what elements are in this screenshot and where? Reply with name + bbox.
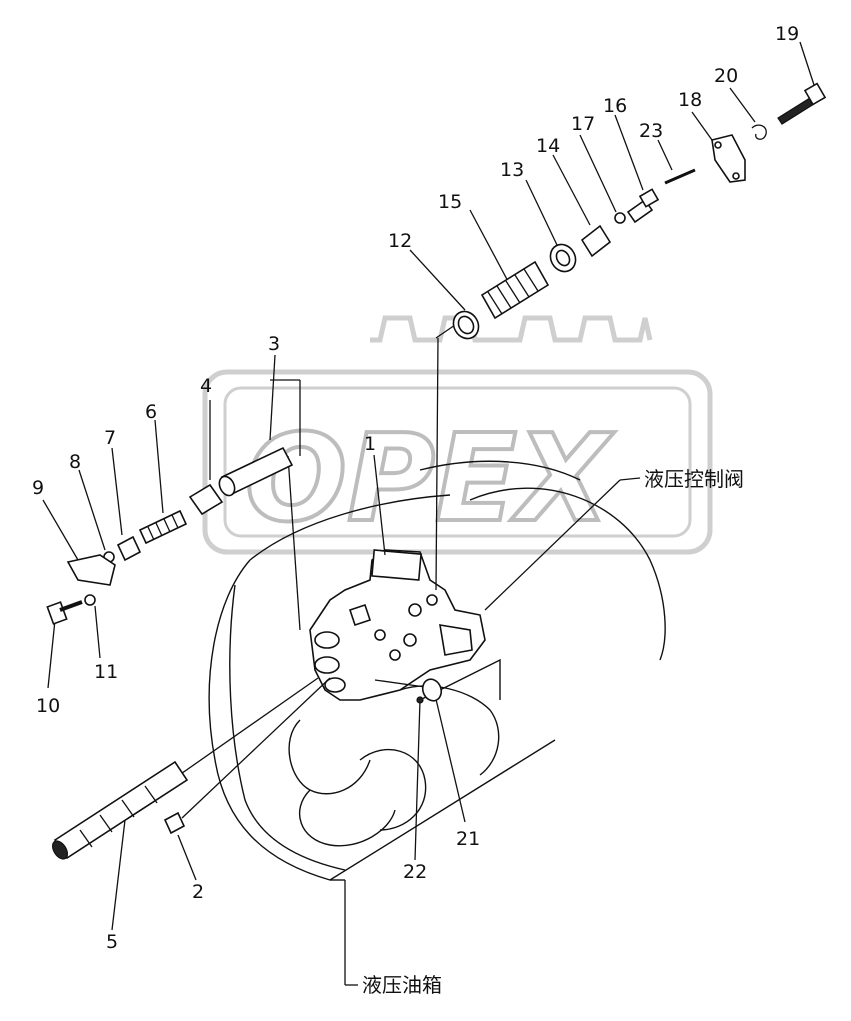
part-label-18: 18 (678, 89, 702, 111)
left-spool-parts (46, 446, 294, 625)
part-label-20: 20 (714, 65, 738, 87)
part-label-5: 5 (106, 931, 118, 953)
part-label-12: 12 (388, 230, 412, 252)
part-number-labels: 1 2 3 4 5 6 7 8 9 10 11 12 13 14 15 16 1… (32, 23, 799, 953)
part-label-6: 6 (145, 401, 157, 423)
part-label-16: 16 (603, 95, 627, 117)
part-label-19: 19 (775, 23, 799, 45)
watermark: OPEX (202, 315, 713, 555)
control-valve-body (309, 549, 486, 701)
part-label-13: 13 (500, 159, 524, 181)
part-label-14: 14 (536, 135, 560, 157)
part-label-15: 15 (438, 191, 462, 213)
part-label-10: 10 (36, 695, 60, 717)
part-label-8: 8 (69, 451, 81, 473)
part-label-21: 21 (456, 828, 480, 850)
part-label-23: 23 (639, 120, 663, 142)
small-seals (416, 678, 443, 704)
part-label-3: 3 (268, 333, 280, 355)
control-valve-label: 液压控制阀 (644, 467, 744, 491)
part-label-17: 17 (571, 113, 595, 135)
part-label-4: 4 (200, 375, 212, 397)
part-label-7: 7 (104, 427, 116, 449)
part-label-11: 11 (94, 661, 118, 683)
oil-tank-label: 液压油箱 (362, 973, 442, 997)
part-label-9: 9 (32, 477, 44, 499)
upper-spool-parts (452, 82, 827, 340)
hydraulic-tank (208, 460, 666, 881)
part-label-1: 1 (364, 433, 376, 455)
part-label-22: 22 (403, 861, 427, 883)
lower-spool (51, 760, 189, 860)
part-label-2: 2 (192, 881, 204, 903)
